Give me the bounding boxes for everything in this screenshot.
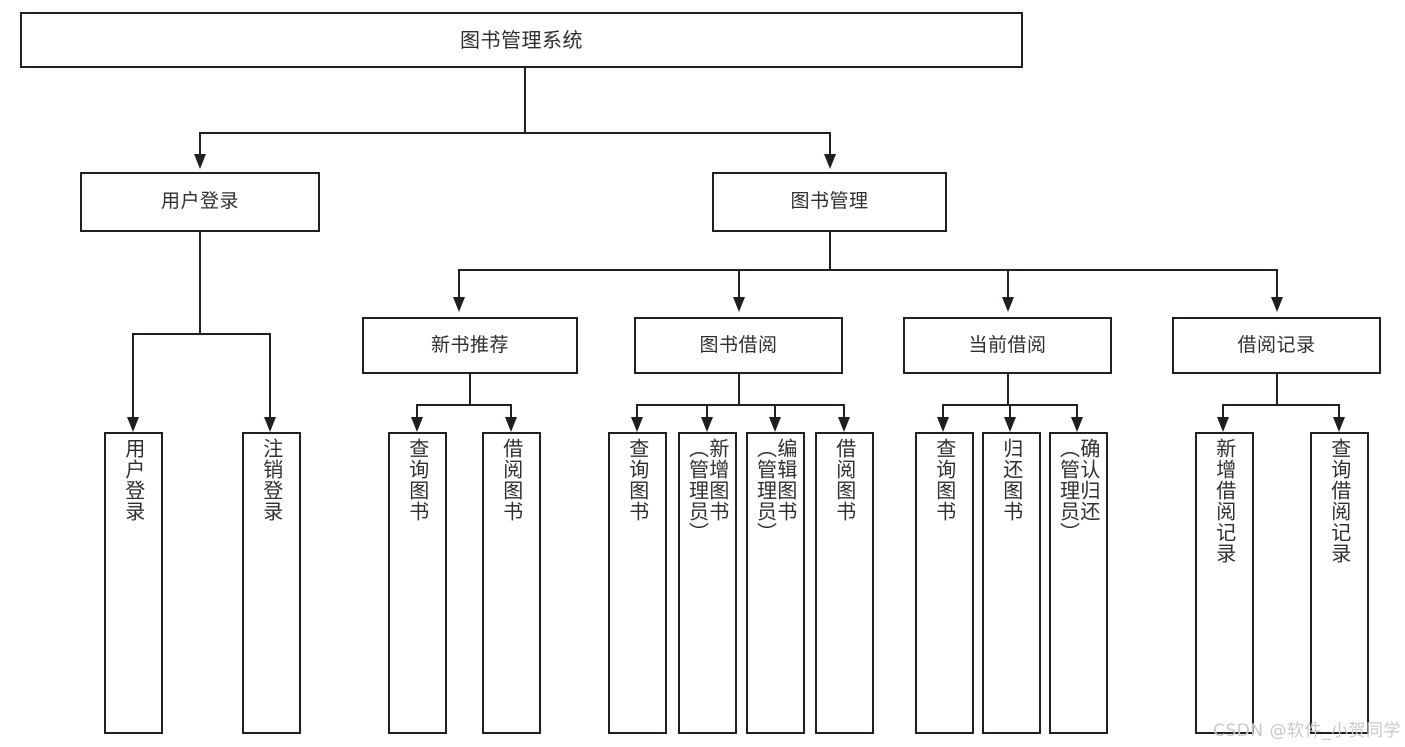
- connector-root-stem: [524, 68, 526, 134]
- arrow-to-new-book: [453, 297, 465, 312]
- connector-bookborrow-stem: [738, 374, 740, 406]
- arrow-to-leaf-query-book-2: [631, 417, 643, 432]
- connector-bookmgmt-drop-2: [738, 269, 740, 297]
- connector-bookborrow-drop-2: [706, 404, 708, 417]
- leaf-query-borrow-record[interactable]: 查询借阅记录: [1310, 432, 1369, 734]
- arrow-to-leaf-query-book-1: [411, 417, 423, 432]
- node-label: 用户登录: [121, 438, 146, 522]
- connector-bookborrow-drop-3: [774, 404, 776, 417]
- connector-userlogin-drop-1: [132, 333, 134, 417]
- connector-bookmgmt-stem: [829, 232, 831, 271]
- arrow-to-leaf-return-book: [1004, 417, 1016, 432]
- arrow-to-leaf-add-record: [1217, 417, 1229, 432]
- node-user-login[interactable]: 用户登录: [80, 172, 320, 232]
- connector-bookborrow-drop-4: [843, 404, 845, 417]
- arrow-to-leaf-borrow-book-1: [505, 417, 517, 432]
- connector-level2-drop-1: [199, 132, 201, 154]
- leaf-query-book-current[interactable]: 查询图书: [915, 432, 974, 734]
- node-label: 查询借阅记录: [1327, 438, 1352, 564]
- node-borrow-record[interactable]: 借阅记录: [1172, 317, 1381, 374]
- connector-currentborrow-drop-3: [1076, 404, 1078, 417]
- node-label: 当前借阅: [968, 333, 1047, 356]
- node-label: 借阅图书: [499, 438, 524, 522]
- arrow-to-user-login: [194, 154, 206, 169]
- arrow-to-borrow-record: [1271, 297, 1283, 312]
- node-label: 新书推荐: [430, 333, 509, 356]
- node-label: 确认归还 （管理员）: [1056, 438, 1101, 543]
- arrow-to-leaf-confirm-return: [1071, 417, 1083, 432]
- connector-currentborrow-stem: [1007, 374, 1009, 406]
- connector-borrowrecord-stem: [1276, 374, 1278, 406]
- arrow-to-leaf-query-record: [1333, 417, 1345, 432]
- connector-newbook-drop-1: [416, 404, 418, 417]
- leaf-logout[interactable]: 注销登录: [242, 432, 301, 734]
- node-label: 借阅记录: [1237, 333, 1316, 356]
- connector-level2-drop-2: [829, 132, 831, 154]
- node-label: 归还图书: [999, 438, 1024, 522]
- node-book-management[interactable]: 图书管理: [712, 172, 947, 232]
- node-new-book-recommend[interactable]: 新书推荐: [362, 317, 578, 374]
- leaf-add-borrow-record[interactable]: 新增借阅记录: [1195, 432, 1254, 734]
- node-label: 用户登录: [160, 190, 239, 213]
- connector-currentborrow-drop-2: [1009, 404, 1011, 417]
- arrow-to-leaf-query-book-3: [937, 417, 949, 432]
- leaf-borrow-book[interactable]: 借阅图书: [815, 432, 874, 734]
- connector-bookmgmt-drop-3: [1007, 269, 1009, 297]
- node-label: 查询图书: [405, 438, 430, 522]
- node-label: 编辑图书 （管理员）: [753, 438, 798, 543]
- leaf-query-book-borrow[interactable]: 查询图书: [608, 432, 667, 734]
- leaf-return-book[interactable]: 归还图书: [982, 432, 1041, 734]
- leaf-user-login[interactable]: 用户登录: [104, 432, 163, 734]
- node-label: 图书借阅: [699, 333, 778, 356]
- node-label: 图书管理: [790, 190, 869, 213]
- leaf-add-book-admin[interactable]: 新增图书 （管理员）: [678, 432, 737, 734]
- connector-bookmgmt-drop-4: [1276, 269, 1278, 297]
- node-current-borrow[interactable]: 当前借阅: [903, 317, 1112, 374]
- connector-bookmgmt-bus: [458, 269, 1278, 271]
- arrow-to-leaf-add-book: [701, 417, 713, 432]
- node-root-system[interactable]: 图书管理系统: [20, 12, 1023, 68]
- arrow-to-leaf-edit-book: [769, 417, 781, 432]
- arrow-to-leaf-borrow-book-2: [838, 417, 850, 432]
- connector-userlogin-bus: [132, 333, 269, 335]
- node-label: 新增借阅记录: [1212, 438, 1237, 564]
- arrow-to-leaf-user-login: [127, 417, 139, 432]
- node-label: 新增图书 （管理员）: [685, 438, 730, 543]
- connector-newbook-stem: [469, 374, 471, 406]
- connector-borrowrecord-bus: [1222, 404, 1339, 406]
- connector-bookborrow-drop-1: [636, 404, 638, 417]
- leaf-borrow-book-newbook[interactable]: 借阅图书: [482, 432, 541, 734]
- arrow-to-book-mgmt: [824, 154, 836, 169]
- connector-bookborrow-bus: [636, 404, 845, 406]
- arrow-to-current-borrow: [1002, 297, 1014, 312]
- connector-newbook-bus: [416, 404, 511, 406]
- node-book-borrow[interactable]: 图书借阅: [634, 317, 843, 374]
- node-label: 查询图书: [625, 438, 650, 522]
- connector-userlogin-stem: [199, 232, 201, 334]
- node-label: 图书管理系统: [460, 27, 583, 52]
- leaf-query-book-newbook[interactable]: 查询图书: [388, 432, 447, 734]
- node-label: 查询图书: [932, 438, 957, 522]
- arrow-to-leaf-logout: [264, 417, 276, 432]
- connector-currentborrow-drop-1: [942, 404, 944, 417]
- node-label: 借阅图书: [832, 438, 857, 522]
- connector-level2-bus: [199, 132, 831, 134]
- connector-bookmgmt-drop-1: [458, 269, 460, 297]
- connector-borrowrecord-drop-1: [1222, 404, 1224, 417]
- node-label: 注销登录: [259, 438, 284, 522]
- connector-newbook-drop-2: [510, 404, 512, 417]
- leaf-edit-book-admin[interactable]: 编辑图书 （管理员）: [746, 432, 805, 734]
- leaf-confirm-return-admin[interactable]: 确认归还 （管理员）: [1049, 432, 1108, 734]
- connector-userlogin-drop-2: [269, 333, 271, 417]
- connector-borrowrecord-drop-2: [1338, 404, 1340, 417]
- watermark-text: CSDN @软件_小贺同学: [1213, 721, 1401, 741]
- arrow-to-book-borrow: [733, 297, 745, 312]
